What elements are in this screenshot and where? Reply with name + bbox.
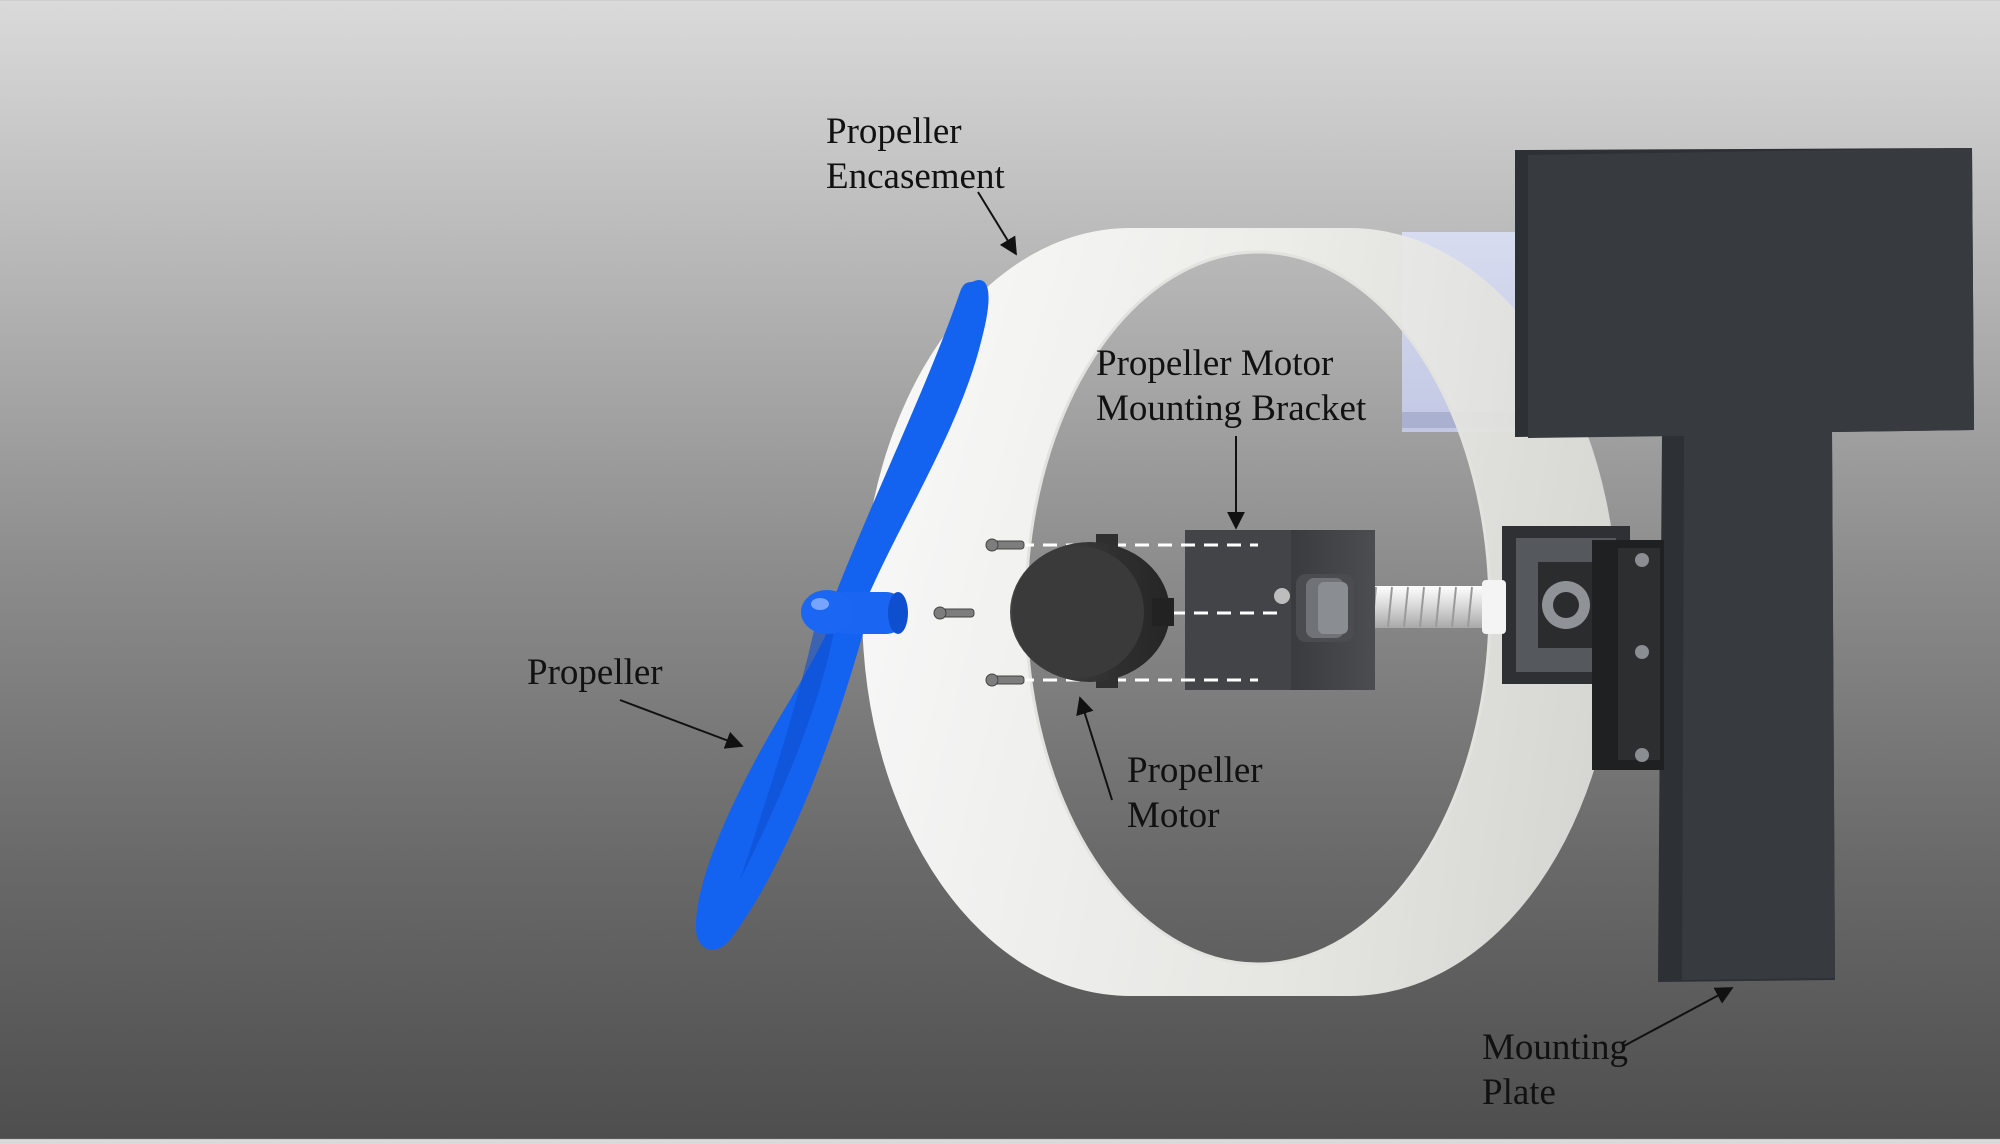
mounting-screws — [933, 538, 1077, 687]
mounting-plate-label-line-2: Plate — [1482, 1072, 1556, 1113]
mounting-plate-label-line-1: Mounting — [1482, 1027, 1628, 1068]
motor-mounting-bracket — [1185, 530, 1375, 690]
mounting-plate-label: Mounting Plate — [1482, 1025, 1628, 1115]
assembly-guide-lines — [1010, 543, 1280, 682]
propeller-motor — [1010, 534, 1174, 688]
threaded-rod — [1340, 580, 1506, 634]
propeller-encasement-label-line-1: Propeller — [826, 111, 962, 152]
propeller-encasement-label: Propeller Encasement — [826, 109, 1005, 199]
motor-arrow — [1076, 696, 1113, 801]
mounting-plate — [1515, 148, 1974, 982]
plate-arrow — [1621, 987, 1734, 1048]
propeller-motor-label: Propeller Motor — [1127, 748, 1263, 838]
bracket-nut — [1296, 574, 1354, 642]
mounting-bracket-label-line-1: Propeller Motor — [1096, 343, 1334, 384]
propeller-motor-label-line-1: Propeller — [1127, 750, 1263, 791]
mounting-bracket-label: Propeller Motor Mounting Bracket — [1096, 341, 1366, 431]
propeller — [695, 279, 989, 950]
servo-assembly — [1502, 526, 1664, 770]
propeller-label-line-1: Propeller — [527, 652, 663, 693]
propeller-encasement-label-line-2: Encasement — [826, 156, 1005, 197]
mounting-bracket-label-line-2: Mounting Bracket — [1096, 388, 1367, 429]
callout-arrows — [619, 191, 1734, 1048]
encasement-arrow — [977, 191, 1017, 256]
propeller-arrow — [619, 699, 744, 749]
propeller-motor-label-line-2: Motor — [1127, 795, 1220, 836]
propeller-label: Propeller — [527, 650, 663, 695]
